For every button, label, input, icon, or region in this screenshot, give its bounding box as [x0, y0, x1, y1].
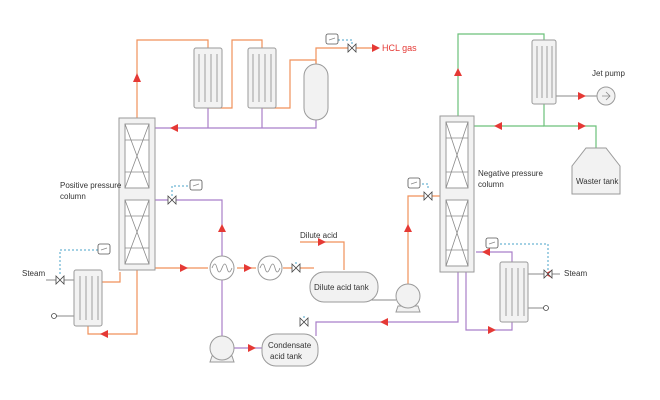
pipe-reflux-to-column: [155, 199, 223, 258]
gauge-negative-feed: [407, 177, 421, 189]
pipe-reboiler-left: [87, 270, 138, 335]
valve-hcl-gas: [347, 43, 357, 53]
pipe-reboiler-left-feed: [102, 272, 121, 283]
condensate-acid-tank: [261, 333, 319, 367]
hcl-condenser-1: [193, 47, 223, 109]
heat-exchanger-2: [257, 255, 283, 281]
valve-dilute-acid: [291, 263, 301, 273]
dilute-acid-pump: [395, 283, 421, 313]
arrow-green-return: [494, 122, 502, 130]
valve-condensate: [299, 317, 309, 327]
label-hcl-gas: HCL gas: [382, 43, 417, 53]
label-steam-left: Steam: [22, 269, 45, 278]
valve-drain-right: [543, 305, 549, 311]
arrow-left-bottom: [100, 330, 108, 338]
control-steam-left: [59, 249, 102, 276]
vacuum-condenser: [531, 39, 557, 105]
label-dilute-acid-tank: Dilute acid tank: [314, 283, 370, 292]
pipe-dilute-acid-feed: [300, 241, 345, 270]
pipe-condenser-return: [154, 118, 317, 129]
reboiler-right: [499, 261, 529, 323]
label-condensate-line2: acid tank: [270, 352, 303, 361]
arrow-negative-bottom: [488, 326, 496, 334]
label-negative-column-line2: column: [478, 180, 504, 189]
gauge-reflux: [189, 179, 203, 191]
heat-exchanger-1: [209, 255, 235, 281]
negative-pressure-column: [439, 115, 475, 273]
label-steam-right: Steam: [564, 269, 587, 278]
arrow-reflux-up: [218, 224, 226, 232]
arrow-condensate-left: [380, 318, 388, 326]
label-negative-column-line1: Negative pressure: [478, 169, 543, 178]
gauge-hcl: [325, 33, 339, 45]
arrow-to-negative-column: [404, 224, 412, 232]
control-steam-right: [496, 243, 549, 270]
valve-reflux: [167, 195, 177, 205]
valve-negative-feed: [423, 191, 433, 201]
reboiler-left: [73, 269, 103, 327]
hcl-condenser-2: [247, 47, 277, 109]
arrow-jet-pump: [578, 92, 586, 100]
control-negative-feed: [418, 183, 429, 190]
arrow-hcl-gas: [372, 44, 380, 52]
pipe-hcl-gas-out: [315, 47, 372, 68]
dilute-acid-tank: [309, 271, 379, 303]
arrow-to-waster-tank: [578, 122, 586, 130]
arrow-exchanger: [244, 264, 252, 272]
label-condensate-line1: Condensate: [268, 341, 312, 350]
condensate-pump: [209, 335, 235, 363]
positive-pressure-column: [118, 117, 156, 271]
arrow-return-left: [170, 124, 178, 132]
waster-tank: [571, 147, 621, 195]
valve-steam-right: [543, 269, 553, 279]
gauge-steam-left: [97, 243, 111, 255]
jet-pump: [596, 86, 616, 106]
arrow-reboiler-right: [482, 248, 490, 256]
pipe-condenser-to-waster: [543, 104, 597, 148]
label-positive-column-line2: column: [60, 192, 86, 201]
label-dilute-acid: Dilute acid: [300, 231, 337, 240]
pipe-negative-column-top: [457, 33, 545, 116]
arrow-dilute-acid: [318, 238, 326, 246]
arrow-column-top: [133, 73, 141, 82]
valve-drain-left: [51, 313, 57, 319]
label-positive-column-line1: Positive pressure: [60, 181, 122, 190]
label-jet-pump: Jet pump: [592, 69, 625, 78]
arrow-condensate-right: [248, 344, 256, 352]
valve-steam-left: [55, 275, 65, 285]
pipe-pump-to-negative-column: [407, 195, 442, 286]
label-waster-tank: Waster tank: [576, 177, 619, 186]
pipe-reboiler-right-return: [476, 251, 513, 262]
arrow-negative-top: [454, 68, 462, 76]
control-reflux: [171, 185, 196, 196]
control-hcl: [338, 39, 353, 46]
pipe-condenser-link-1: [208, 39, 263, 109]
hcl-separator-vessel: [303, 63, 329, 121]
arrow-column-bottom: [180, 264, 188, 272]
gauge-steam-right: [485, 237, 499, 249]
